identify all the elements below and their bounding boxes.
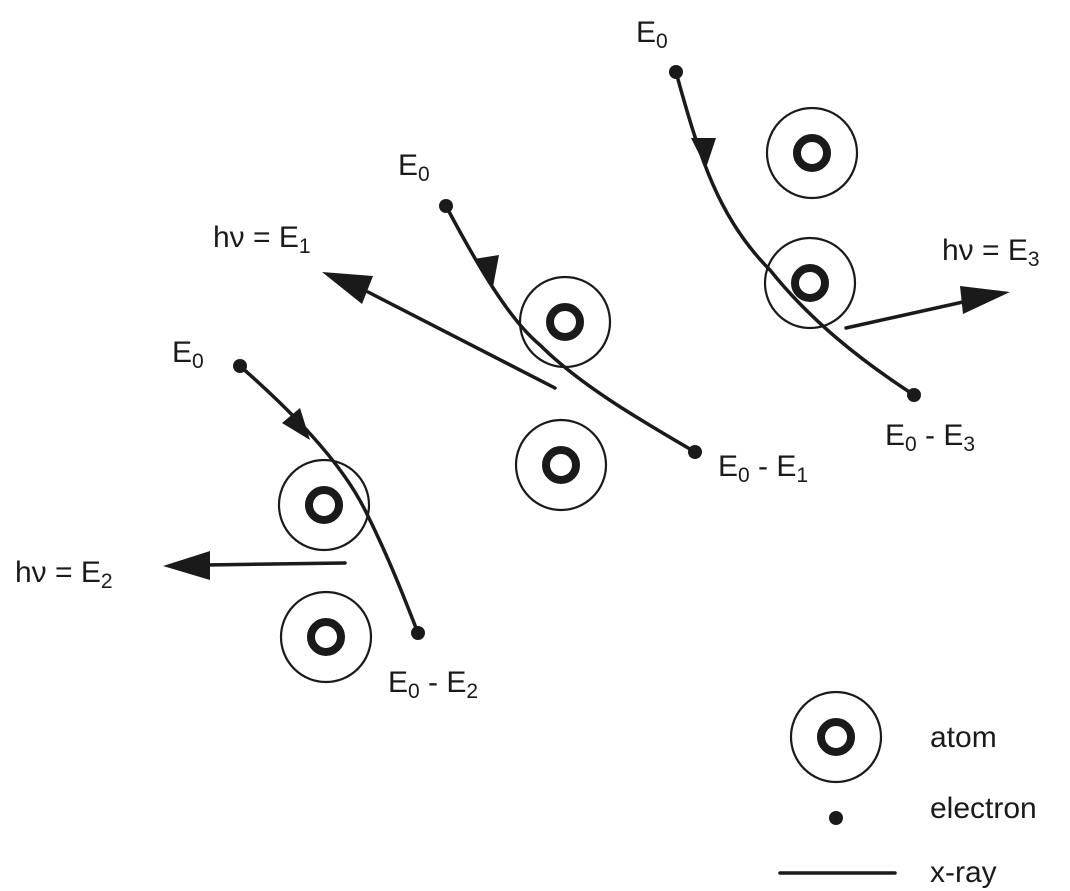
xray-arrow-3 [960,286,1010,314]
xray-arrow-1 [322,272,373,304]
xray-3 [844,298,974,330]
electron-arrow-1 [474,255,499,287]
electron-start-1 [439,199,453,213]
xray-arrow-2 [163,551,210,580]
e0-label-2: E0 [172,336,204,373]
e0-label-3: E0 [636,16,668,53]
legend-electron-label: electron [930,792,1037,825]
electron-arrow-3 [691,138,716,168]
atom-3a [767,108,857,198]
electron-path-2 [238,364,420,635]
electron-end-1 [688,445,702,459]
legend-electron-icon [829,811,843,825]
atom-2b [281,592,371,682]
xray-2 [203,561,347,567]
out2-label: E0 - E2 [388,666,478,703]
out1-label: E0 - E1 [718,450,808,487]
atom-2a [279,460,369,550]
atom-1b [516,420,606,510]
electron-end-3 [907,388,921,402]
out3-label: E0 - E3 [885,419,975,456]
electron-start-3 [669,65,683,79]
legend-atom-label: atom [930,721,997,754]
electron-end-2 [411,626,425,640]
scenario-1: E0 hν = E1 E0 - E1 [213,149,808,510]
electron-start-2 [233,359,247,373]
atom-1a [520,277,610,367]
legend-xray-label: x-ray [930,856,997,889]
electron-path-3 [674,70,916,397]
electron-arrow-2 [282,408,310,440]
hv1-label: hν = E1 [213,221,311,258]
legend: atom electron x-ray [778,692,1037,889]
scenario-3: E0 hν = E3 E0 - E3 [636,16,1040,456]
xray-1 [366,290,557,390]
electron-path-1 [444,204,697,454]
hv2-label: hν = E2 [15,556,113,593]
scenario-2: E0 hν = E2 E0 - E2 [15,336,478,703]
legend-atom-icon [791,692,881,782]
hv3-label: hν = E3 [942,234,1040,271]
e0-label-1: E0 [398,149,430,186]
